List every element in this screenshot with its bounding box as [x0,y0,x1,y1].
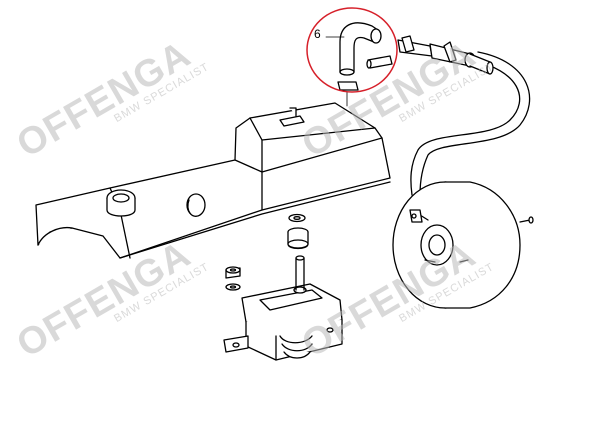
washer [225,213,306,291]
callout-number-6: 6 [314,27,321,41]
rubber-bushing [287,227,309,250]
callout-highlight-circle [306,7,398,93]
valve-cover [35,102,391,259]
hose-fitting [397,35,494,75]
elbow-hose [337,22,393,91]
brake-booster [392,181,534,309]
vacuum-hose [410,51,531,196]
nut [225,266,241,279]
engine-mount [223,255,343,361]
